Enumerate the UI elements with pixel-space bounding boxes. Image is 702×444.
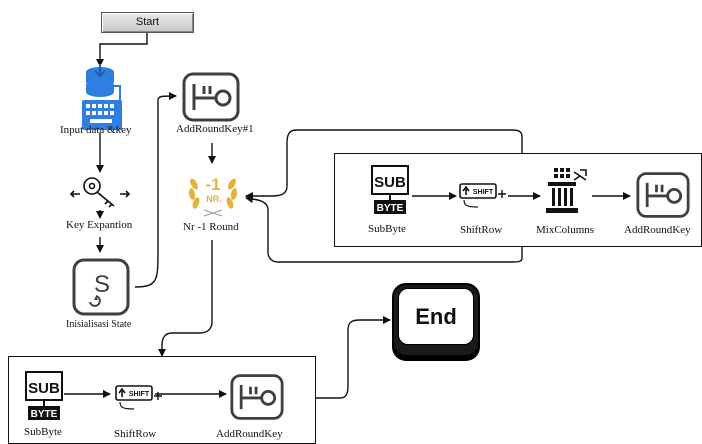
database-input-icon <box>82 64 122 130</box>
svg-text:BYTE: BYTE <box>377 203 404 214</box>
svg-text:BYTE: BYTE <box>31 409 58 420</box>
arrow-loop-bottom <box>245 195 523 263</box>
input-data-label: Input data &key <box>60 124 132 136</box>
svg-text:SUB: SUB <box>374 174 406 191</box>
round-item-mixcolumns: MixColumns <box>536 224 595 236</box>
init-state-letter: S <box>94 271 110 298</box>
init-state-label: Inisialisasi State <box>66 319 132 330</box>
addroundkey-1-label: AddRoundKey#1 <box>176 123 254 135</box>
final-item-subbyte: SubByte <box>24 426 62 438</box>
laurel-badge-icon: -1 NR. <box>188 175 238 217</box>
final-item-addroundkey: AddRoundKey <box>216 428 283 440</box>
svg-text:SUB: SUB <box>28 380 60 397</box>
round-mixcolumns-icon <box>546 168 587 213</box>
arrow-init-to-addroundkey <box>134 92 177 288</box>
badge-number: -1 <box>205 175 220 194</box>
arrow-round-to-final <box>158 240 213 357</box>
key-expansion-icon <box>70 177 130 208</box>
addroundkey-icon <box>182 72 240 122</box>
end-button[interactable]: End <box>392 283 480 357</box>
nr-round-label: Nr -1 Round <box>183 221 239 233</box>
init-state-icon: S <box>72 258 130 316</box>
round-item-subbyte: SubByte <box>368 223 406 235</box>
round-shiftrow-icon: SHIFT <box>459 183 506 208</box>
final-subbyte-icon: SUB BYTE <box>25 371 63 420</box>
start-button[interactable]: Start <box>101 12 194 33</box>
final-shiftrow-icon: SHIFT <box>115 385 162 410</box>
end-label: End <box>398 288 474 345</box>
round-item-addroundkey: AddRoundKey <box>624 224 691 236</box>
final-item-shiftrow: ShiftRow <box>114 428 157 440</box>
badge-text: NR. <box>206 194 222 204</box>
round-subbyte-icon: SUB BYTE <box>371 165 409 214</box>
key-expansion-label: Key Expantion <box>66 219 133 231</box>
svg-text:SHIFT: SHIFT <box>129 391 150 398</box>
svg-text:SHIFT: SHIFT <box>473 189 494 196</box>
round-addroundkey-icon <box>636 172 690 218</box>
final-addroundkey-icon <box>230 374 284 420</box>
arrow-start-to-input <box>96 33 148 67</box>
round-item-shiftrow: ShiftRow <box>460 224 503 236</box>
arrow-final-to-end <box>316 316 391 399</box>
arrow-loop-top <box>245 129 523 200</box>
